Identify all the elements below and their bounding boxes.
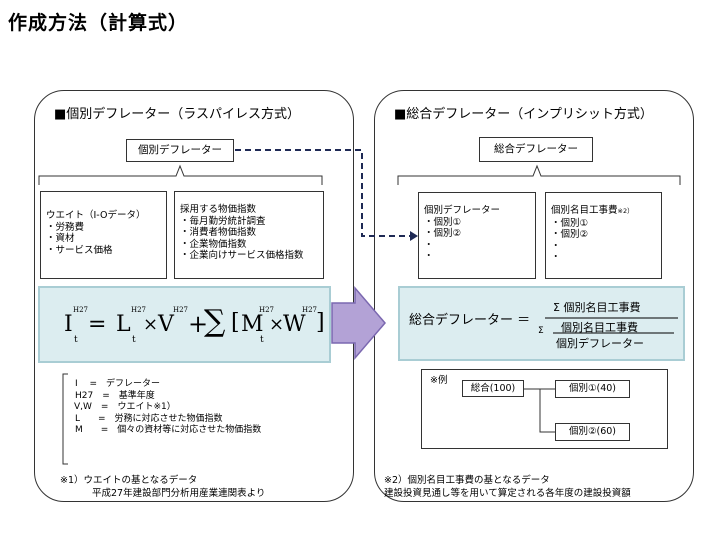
- laspeyres-formula: I H27 t = L H27 t × V H27 + ∑ [ M H27 t …: [38, 286, 331, 363]
- price-index-box-title: 採用する物価指数: [180, 204, 257, 215]
- note-1-line-2: 平成27年建設部門分析用産業連関表より: [92, 488, 266, 499]
- formula-sub: t: [74, 335, 78, 345]
- formula-sub: t: [260, 335, 264, 345]
- total-deflator-box: 総合デフレーター: [479, 137, 593, 162]
- weight-item: ・労務費: [46, 221, 85, 233]
- deflator-list-item: ・個別①: [424, 216, 462, 228]
- legend-row: I = デフレーター: [75, 379, 161, 389]
- example-item2-box: 個別②(60): [555, 423, 630, 441]
- formula-M: M: [241, 312, 264, 337]
- deflator-list-item: ・: [424, 239, 434, 251]
- example-label: ※例: [430, 375, 448, 386]
- example-total-box: 総合(100): [462, 380, 524, 397]
- nominal-cost-title-note: ※2）: [617, 207, 634, 215]
- formula-sup: H27: [259, 306, 275, 314]
- formula-sup: H27: [302, 306, 318, 314]
- implicit-formula-lhs: 総合デフレーター ＝: [409, 313, 531, 328]
- formula-equals: =: [88, 312, 107, 337]
- implicit-formula-numerator: Σ 個別名目工事費: [553, 301, 641, 314]
- price-index-box: 採用する物価指数 ・毎月勤労統計調査 ・消費者物価指数 ・企業物価指数 ・企業向…: [174, 191, 324, 279]
- implicit-formula-den-denominator: 個別デフレーター: [556, 337, 644, 350]
- formula-L: L: [116, 312, 131, 337]
- formula-times: ×: [269, 314, 285, 335]
- deflator-list-title: 個別デフレーター: [424, 205, 501, 216]
- price-index-item: ・企業向けサービス価格指数: [180, 250, 304, 261]
- deflator-list-item: ・個別②: [424, 228, 462, 239]
- nominal-cost-item: ・個別①: [551, 217, 589, 229]
- weight-box: ウエイト（I-Oデータ） ・労務費 ・資材 ・サービス価格: [40, 191, 167, 279]
- deflator-list-box: 個別デフレーター ・個別① ・個別② ・ ・: [418, 192, 536, 279]
- legend-row: V,W = ウエイト※1）: [74, 402, 176, 412]
- formula-I: I: [64, 312, 73, 337]
- price-index-item: ・消費者物価指数: [180, 227, 257, 238]
- price-index-item: ・毎月勤労統計調査: [180, 215, 266, 227]
- weight-item: ・サービス価格: [46, 244, 113, 256]
- right-panel-heading: ■総合デフレーター（インプリシット方式）: [394, 107, 653, 122]
- formula-sup: H27: [131, 306, 147, 314]
- implicit-formula-den-numerator: 個別名目工事費: [561, 321, 638, 334]
- nominal-cost-box: 個別名目工事費※2） ・個別① ・個別② ・ ・: [545, 192, 662, 279]
- note-2-line-1: ※2）個別名目工事費の基となるデータ: [384, 475, 550, 486]
- example-box: [421, 369, 668, 449]
- formula-right-bracket: ]: [316, 310, 325, 335]
- formula-plus: +: [188, 310, 209, 338]
- weight-item: ・資材: [46, 233, 75, 244]
- formula-V: V: [158, 312, 174, 337]
- formula-W: W: [283, 312, 306, 337]
- nominal-cost-item: ・: [551, 252, 561, 263]
- price-index-item: ・企業物価指数: [180, 238, 247, 250]
- legend-row: H27 = 基準年度: [75, 390, 155, 401]
- implicit-formula-sigma: Σ: [538, 326, 544, 336]
- formula-sup: H27: [73, 306, 89, 314]
- page-title: 作成方法（計算式）: [8, 12, 189, 34]
- formula-sup: H27: [173, 306, 189, 314]
- example-item1-box: 個別①(40): [555, 380, 630, 398]
- nominal-cost-item: ・: [551, 240, 561, 252]
- variable-legend: I = デフレーター H27 = 基準年度 V,W = ウエイト※1） L = …: [74, 379, 262, 437]
- weight-box-title: ウエイト（I-Oデータ）: [46, 210, 146, 221]
- legend-row: L = 労務に対応させた物価指数: [75, 413, 223, 424]
- formula-times: ×: [143, 314, 159, 335]
- implicit-formula: 総合デフレーター ＝ Σ 個別名目工事費 Σ 個別名目工事費 個別デフレーター: [398, 286, 685, 361]
- note-2-line-2: 建設投資見通し等を用いて算定される各年度の建設投資額: [384, 488, 631, 499]
- formula-left-bracket: [: [231, 310, 240, 335]
- individual-deflator-box: 個別デフレーター: [126, 139, 234, 162]
- nominal-cost-title: 個別名目工事費: [551, 205, 618, 216]
- nominal-cost-item: ・個別②: [551, 229, 589, 240]
- formula-sub: t: [132, 335, 136, 345]
- deflator-list-item: ・: [424, 251, 434, 262]
- formula-sum: ∑: [204, 304, 226, 339]
- legend-row: M = 個々の資材等に対応させた物価指数: [75, 425, 262, 435]
- note-1-line-1: ※1）ウエイトの基となるデータ: [60, 475, 198, 486]
- left-panel-heading: ■個別デフレーター（ラスパイレス方式）: [54, 107, 301, 122]
